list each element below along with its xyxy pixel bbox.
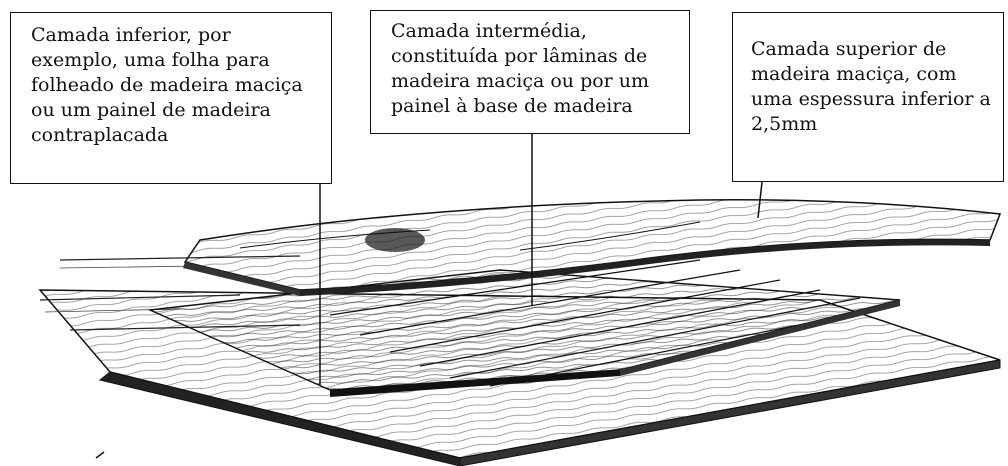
middle-layer-lamellas — [147, 259, 901, 397]
stray-mark — [95, 451, 105, 459]
upper-layer-sheet — [183, 199, 1002, 296]
callout-middle-layer: Camada intermédia, constituída por lâmin… — [370, 10, 690, 134]
leader-lines — [319, 134, 763, 386]
callout-lower-layer: Camada inferior, por exemplo, uma folha … — [10, 12, 332, 184]
callout-upper-layer: Camada superior de madeira maciça, com u… — [732, 12, 1004, 182]
leader-line-upper — [757, 181, 763, 219]
